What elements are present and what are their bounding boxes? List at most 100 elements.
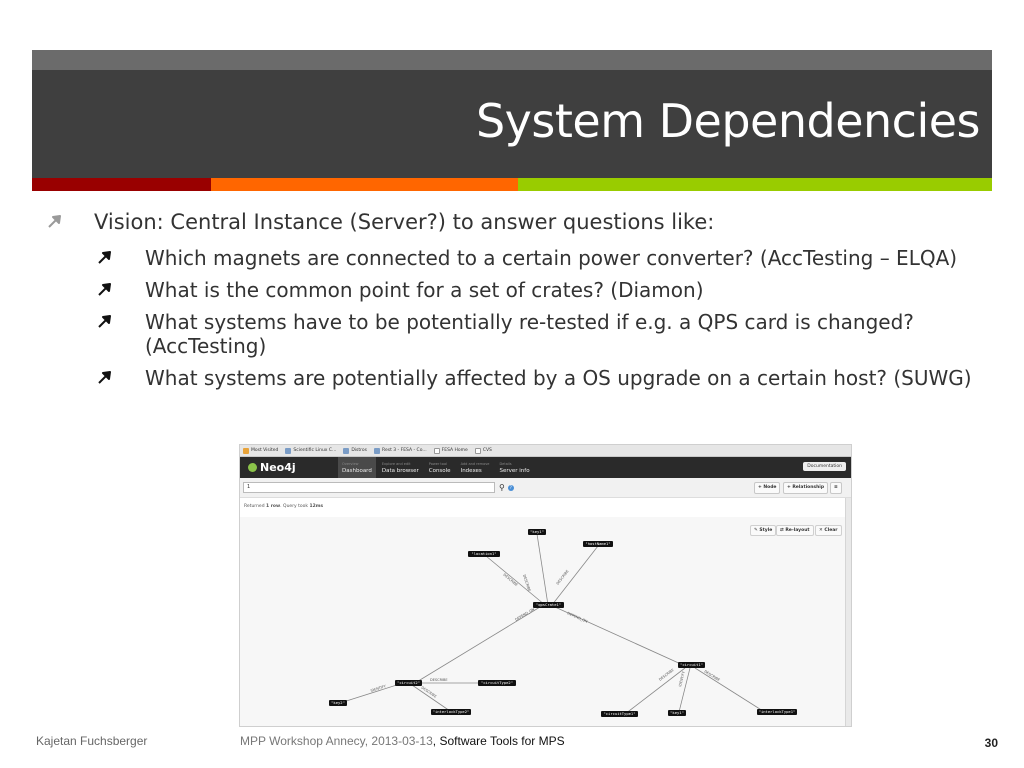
bookmark-item[interactable]: CVS [474,447,492,454]
accent-bar-orange [211,178,518,191]
graph-node[interactable]: "interlockType1" [757,709,797,715]
bookmark-item[interactable]: Distros [343,447,367,454]
graph-node[interactable]: "qpsCrate1" [533,602,564,608]
neo4j-logo-icon [248,463,257,472]
title-top-strip [32,50,992,70]
graph-node[interactable]: "location1" [468,551,500,557]
arrow-icon [98,283,111,296]
graph-node[interactable]: "key1" [528,529,546,535]
edge-label: DESCRIBE [522,574,531,592]
folder-icon [243,447,249,454]
arrow-icon [48,215,61,228]
graph-node[interactable]: "key2" [329,700,347,706]
documentation-button[interactable]: Documentation [803,462,846,471]
query-status: Returned 1 row. Query took 12ms [244,504,324,509]
graph-view[interactable]: ✎ Style ⇄ Re-layout ✕ Clear DESCRIBE DES… [240,517,846,726]
edge-label: DEPEND_ON [567,611,589,624]
vertical-scrollbar[interactable] [845,498,851,726]
svg-text:"qpsCrate1": "qpsCrate1" [536,602,561,607]
arrow-icon [98,315,111,328]
accent-bar-green [518,178,992,191]
edge-label: IDENTIFY [370,684,387,693]
edge-label: DESCRIBE [556,569,570,585]
arrow-icon [98,251,111,264]
bullet-sub-2: What is the common point for a set of cr… [44,278,984,302]
footer-event: MPP Workshop Annecy, 2013-03-13, Softwar… [240,734,565,748]
clear-button[interactable]: ✕ Clear [815,525,842,536]
arrow-icon [98,371,111,384]
graph-node[interactable]: "hostName1" [583,541,613,547]
bullet-sub-text: What is the common point for a set of cr… [145,278,704,302]
svg-text:"circuitType1": "circuitType1" [603,711,635,716]
graph-node[interactable]: "key1" [668,710,686,716]
graph-node[interactable]: "interlockType2" [431,709,471,715]
bullet-sub-1: Which magnets are connected to a certain… [44,246,984,270]
footer-separator: , [432,734,437,748]
svg-text:"hostName1": "hostName1" [585,541,610,546]
folder-icon [343,447,350,454]
svg-text:"circuit2": "circuit2" [397,680,420,685]
svg-text:"circuitType2": "circuitType2" [481,680,513,685]
svg-text:"interlockType2": "interlockType2" [433,709,470,714]
search-icon[interactable]: ⚲ [499,483,505,492]
page-icon [374,447,381,454]
add-relationship-button[interactable]: + Relationship [783,482,829,494]
graph-nodes: "key1" "location1" "hostName1" "qpsCrate… [329,529,797,717]
add-node-button[interactable]: + Node [754,482,781,494]
edge-label: DESCRIBE [502,573,518,587]
bookmark-item[interactable]: FESA Home [433,447,468,454]
page-icon [474,447,481,454]
title-band: System Dependencies [32,70,992,178]
bullet-sub-4: What systems are potentially affected by… [44,366,984,390]
svg-text:"location1": "location1" [471,551,496,556]
neo4j-screenshot: Most Visited Scientific Linux C... Distr… [239,444,852,727]
bullet-main-text: Vision: Central Instance (Server?) to an… [94,210,715,234]
bullet-sub-text: What systems are potentially affected by… [145,366,972,390]
bullet-sub-text: Which magnets are connected to a certain… [145,246,958,270]
graph-node[interactable]: "circuitType2" [478,680,516,686]
style-button[interactable]: ✎ Style [750,525,777,536]
query-row: 1 ⚲ ? + Node + Relationship ≡ [240,478,851,498]
bullet-list: Vision: Central Instance (Server?) to an… [44,208,984,390]
edge-label: DESCRIBE [703,669,720,682]
bullet-sub-3: What systems have to be potentially re-t… [44,310,984,358]
edge-label: DESCRIBE [430,678,448,682]
svg-text:"interlockType1": "interlockType1" [759,709,796,714]
svg-text:"circuit1": "circuit1" [680,662,703,667]
bookmark-item[interactable]: Scientific Linux C... [285,447,336,454]
help-icon[interactable]: ? [507,484,514,491]
graph-svg: DESCRIBE DESCRIBE DESCRIBE DEPEND_ON DEP… [329,529,797,717]
svg-text:"key1": "key1" [530,529,544,534]
graph-node[interactable]: "circuit1" [678,662,705,668]
footer-author: Kajetan Fuchsberger [36,734,148,748]
relayout-button[interactable]: ⇄ Re-layout [776,525,814,536]
menu-icon[interactable]: ≡ [830,482,842,494]
slide-title: System Dependencies [475,94,981,148]
accent-bar-red [32,178,211,191]
footer-topic: Software Tools for MPS [439,734,565,748]
footer-event-text: MPP Workshop Annecy, 2013-03-13 [240,734,433,748]
bullet-sub-text: What systems have to be potentially re-t… [145,310,914,358]
edge-label: DEPEND_ON [514,607,535,622]
page-icon [285,447,292,454]
query-input[interactable]: 1 [243,482,495,493]
svg-text:"key1": "key1" [670,710,684,715]
bookmark-item[interactable]: Rest 3 - FESA - Co... [374,447,427,454]
page-icon [433,447,440,454]
graph-edges [339,533,764,715]
neo4j-logo[interactable]: Neo4j [240,461,338,474]
edge-label: IDENTIFY [678,670,686,687]
graph-node[interactable]: "circuit2" [395,680,422,686]
svg-text:"key2": "key2" [331,700,345,705]
bookmark-item[interactable]: Most Visited [243,447,278,454]
bullet-main: Vision: Central Instance (Server?) to an… [44,208,984,236]
bookmarks-bar: Most Visited Scientific Linux C... Distr… [240,445,851,457]
graph-node[interactable]: "circuitType1" [601,711,638,717]
page-number: 30 [984,736,998,750]
